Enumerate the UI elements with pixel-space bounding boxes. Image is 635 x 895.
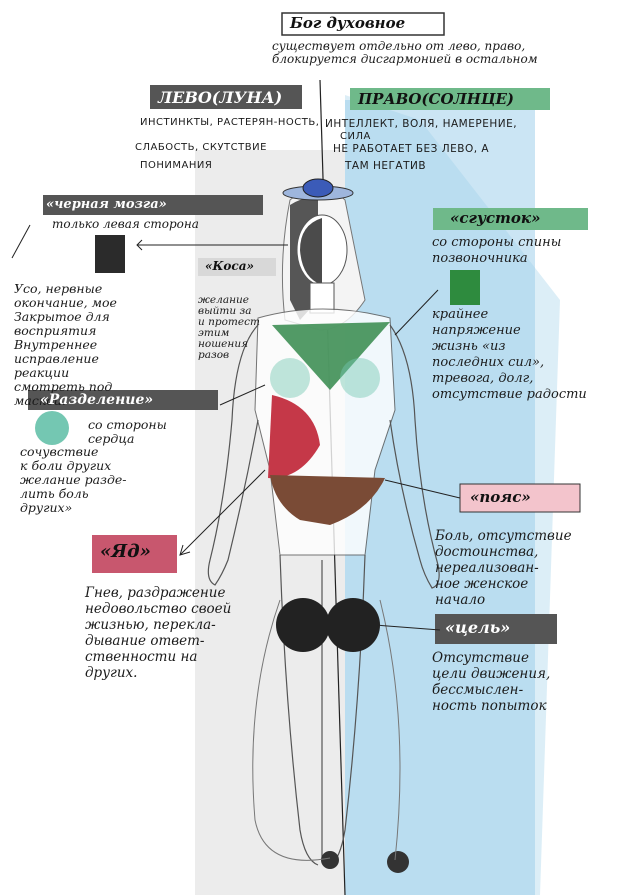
right-traits-2: СИЛА (340, 131, 371, 143)
chernaya-body-line: Внутреннее (14, 338, 117, 352)
right-traits-4: ТАМ НЕГАТИВ (345, 160, 426, 172)
knee-left (276, 598, 330, 652)
cel-label: «цель» (445, 620, 510, 636)
yad-body-line: ственности на (85, 649, 231, 665)
sgustok-body-line: последних сил», (432, 355, 587, 371)
cel-body-line: цели движения, (432, 666, 550, 682)
sgustok-body-line: напряжение (432, 323, 587, 339)
yad-body-line: Гнев, раздражение (85, 585, 231, 601)
crown-iris (303, 179, 333, 197)
poyas-body-line: достоинства, (435, 544, 572, 560)
chernaya-body-line: Усо, нервные (14, 282, 117, 296)
chernaya-body-line: исправление (14, 352, 117, 366)
foot-left (321, 851, 339, 869)
title-subtitle: существует отдельно от лево, право, блок… (272, 40, 612, 67)
sgustok-desc-line: со стороны спины (432, 235, 561, 251)
sgustok-body-line: тревога, долг, (432, 371, 587, 387)
poyas-body-line: ное женское (435, 576, 572, 592)
chernaya-body-line: окончание, мое (14, 296, 117, 310)
left-traits-3: ПОНИМАНИЯ (140, 160, 212, 172)
poyas-body-line: начало (435, 592, 572, 608)
neck (310, 283, 334, 313)
yad-label: «Яд» (100, 543, 151, 561)
poyas-body-line: нереализован- (435, 560, 572, 576)
breast-right (340, 358, 380, 398)
yad-body-line: дывание ответ- (85, 633, 231, 649)
swatch-green (450, 270, 480, 305)
cel-body-line: Отсутствие (432, 650, 550, 666)
chernaya-body-line: Закрытое для (14, 310, 117, 324)
breast-left (270, 358, 310, 398)
chernaya-label: «черная мозга» (46, 198, 167, 211)
kosa-body-line: разов (198, 350, 260, 361)
right-header-label: ПРАВО(СОЛНЦЕ) (358, 92, 514, 107)
razdelenie-body-line: к боли других (20, 459, 127, 473)
knee-right (326, 598, 380, 652)
razdelenie-body-line: лить боль (20, 487, 127, 501)
razdelenie-body-line: сочувствие (20, 445, 127, 459)
poyas-body-line: Боль, отсутствие (435, 528, 572, 544)
right-traits-3: НЕ РАБОТАЕТ БЕЗ ЛЕВО, А (333, 143, 489, 155)
razdelenie-desc-line: со стороны (88, 418, 167, 432)
left-traits-1: ИНСТИНКТЫ, РАСТЕРЯН-НОСТЬ, (140, 117, 319, 129)
yad-body-line: недовольство своей (85, 601, 231, 617)
page-title: Бог духовное (290, 16, 405, 31)
left-traits-2: СЛАБОСТЬ, СКУТСТВИЕ (135, 142, 267, 154)
sgustok-body-line: жизнь «из (432, 339, 587, 355)
sgustok-label: «сгусток» (450, 211, 540, 226)
sgustok-body-line: отсутствие радости (432, 387, 587, 403)
yad-body-line: других. (85, 665, 231, 681)
chernaya-body-line: реакции (14, 366, 117, 380)
sgustok-desc-line: позвоночника (432, 251, 561, 267)
swatch-teal (35, 411, 69, 445)
swatch-black (95, 235, 125, 273)
razdelenie-body-line: других» (20, 501, 127, 515)
yad-body-line: жизнью, перекла- (85, 617, 231, 633)
cel-body-line: бессмыслен- (432, 682, 550, 698)
foot-right (387, 851, 409, 873)
chernaya-body-line: восприятия (14, 324, 117, 338)
poyas-label: «пояс» (470, 490, 531, 505)
razdelenie-body-line: желание разде- (20, 473, 127, 487)
right-traits-1: ИНТЕЛЛЕКТ, ВОЛЯ, НАМЕРЕНИЕ, (325, 118, 517, 130)
razdelenie-label: «Разделение» (40, 393, 153, 407)
sgustok-body-line: крайнее (432, 307, 587, 323)
razdelenie-desc-line: сердца (88, 432, 167, 446)
kosa-label: «Коса» (205, 260, 254, 272)
chernaya-desc: только левая сторона (52, 218, 199, 231)
left-header-label: ЛЕВО(ЛУНА) (158, 90, 282, 106)
cel-body-line: ность попыток (432, 698, 550, 714)
